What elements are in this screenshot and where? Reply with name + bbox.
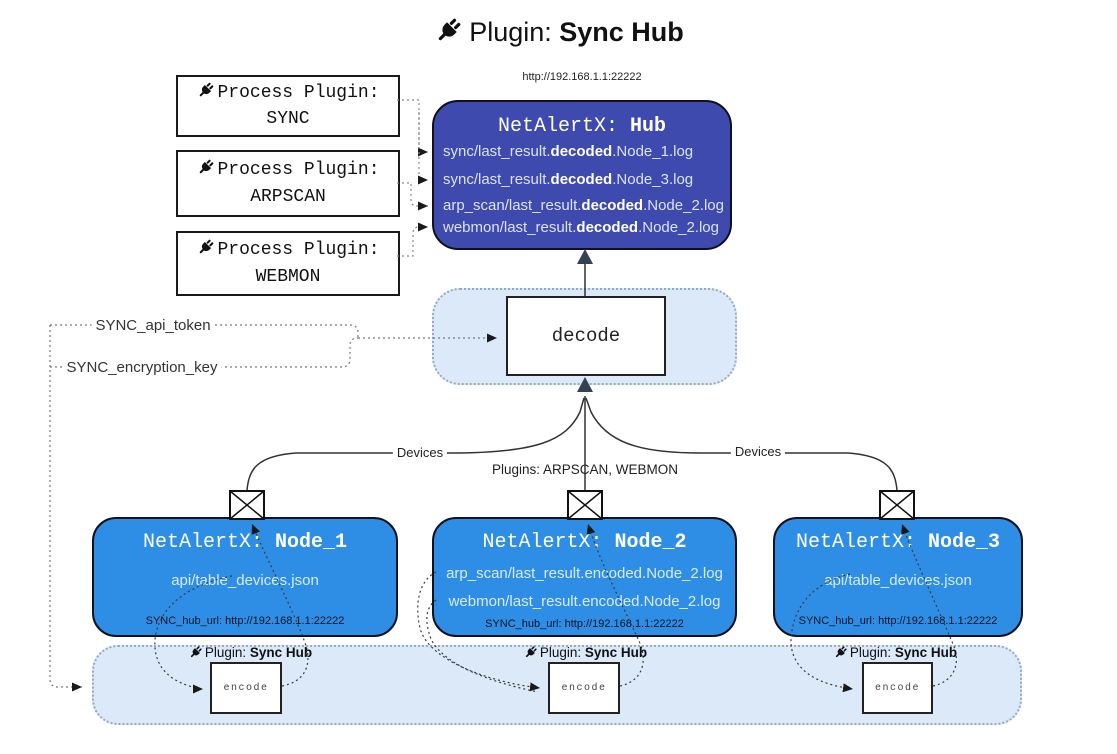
envelope-icon bbox=[229, 490, 265, 520]
process-plugin-name: ARPSCAN bbox=[250, 186, 326, 207]
hub-title-name: Hub bbox=[630, 115, 667, 138]
title-name: Sync Hub bbox=[559, 17, 684, 47]
label-sync-api-token: SYNC_api_token bbox=[91, 317, 215, 334]
plug-icon bbox=[833, 645, 848, 660]
process-plugin-name: WEBMON bbox=[255, 266, 321, 287]
process-plugin-box-sync: Process Plugin: SYNC bbox=[176, 75, 400, 137]
process-plugin-label: Process Plugin: bbox=[196, 80, 380, 106]
node-hub-url: SYNC_hub_url: http://192.168.1.1:22222 bbox=[485, 618, 684, 630]
plug-icon bbox=[196, 158, 215, 177]
node-file: arp_scan/last_result.encoded.Node_2.log bbox=[446, 565, 723, 582]
plug-icon bbox=[196, 81, 215, 100]
process-plugin-box-arpscan: Process Plugin: ARPSCAN bbox=[176, 150, 400, 217]
node-file: api/table_devices.json bbox=[171, 572, 319, 589]
envelope-icon bbox=[567, 490, 603, 520]
node-hub-url: SYNC_hub_url: http://192.168.1.1:22222 bbox=[798, 615, 998, 627]
process-plugin-text: Process Plugin: bbox=[217, 240, 380, 261]
process-plugin-text: Process Plugin: bbox=[217, 82, 380, 103]
hub-log-line: arp_scan/last_result.decoded.Node_2.log bbox=[443, 197, 724, 214]
node-1: NetAlertX: Node_1 api/table_devices.json… bbox=[92, 517, 398, 637]
node-2: NetAlertX: Node_2 arp_scan/last_result.e… bbox=[432, 517, 737, 637]
process-plugin-text: Process Plugin: bbox=[217, 160, 380, 181]
hub-log-line: sync/last_result.decoded.Node_1.log bbox=[443, 143, 694, 160]
hub-title: NetAlertX: Hub bbox=[434, 115, 730, 138]
hub-title-prefix: NetAlertX: bbox=[497, 115, 618, 138]
hub-node: NetAlertX: Hub sync/last_result.decoded.… bbox=[432, 100, 732, 250]
title-prefix: Plugin: bbox=[469, 17, 552, 47]
process-plugin-box-webmon: Process Plugin: WEBMON bbox=[176, 231, 400, 296]
node-file: webmon/last_result.encoded.Node_2.log bbox=[448, 593, 721, 610]
plug-icon bbox=[196, 238, 215, 257]
process-plugin-name: SYNC bbox=[266, 109, 310, 129]
edge-label-devices-right: Devices bbox=[730, 444, 786, 459]
node-title: NetAlertX: Node_3 bbox=[795, 531, 1001, 554]
edge-label-devices-left: Devices bbox=[392, 445, 448, 460]
encode-box: encode bbox=[548, 662, 620, 714]
hub-url-label: http://192.168.1.1:22222 bbox=[522, 71, 642, 83]
hub-log-line: sync/last_result.decoded.Node_3.log bbox=[443, 171, 694, 188]
process-plugin-label: Process Plugin: bbox=[196, 237, 380, 263]
plug-icon bbox=[188, 645, 203, 660]
encode-box: encode bbox=[210, 662, 282, 714]
encoder-plugin-label: Plugin: Sync Hub bbox=[795, 645, 995, 660]
edge-label-plugins: Plugins: ARPSCAN, WEBMON bbox=[491, 462, 679, 477]
encoder-plugin-label: Plugin: Sync Hub bbox=[485, 645, 685, 660]
encode-box: encode bbox=[862, 662, 933, 714]
node-hub-url: SYNC_hub_url: http://192.168.1.1:22222 bbox=[145, 615, 345, 627]
process-plugin-label: Process Plugin: bbox=[196, 157, 380, 183]
label-sync-encryption-key: SYNC_encryption_key bbox=[62, 359, 222, 376]
node-title: NetAlertX: Node_1 bbox=[142, 531, 348, 554]
plug-icon bbox=[433, 16, 463, 46]
hub-log-line: webmon/last_result.decoded.Node_2.log bbox=[443, 219, 719, 236]
encoder-plugin-label: Plugin: Sync Hub bbox=[150, 645, 350, 660]
envelope-icon bbox=[879, 490, 915, 520]
node-file: api/table_devices.json bbox=[824, 572, 972, 589]
node-3: NetAlertX: Node_3 api/table_devices.json… bbox=[773, 517, 1023, 637]
decode-box: decode bbox=[506, 296, 666, 376]
plug-icon bbox=[523, 645, 538, 660]
diagram-title: Plugin: Sync Hub bbox=[0, 16, 1117, 48]
node-title: NetAlertX: Node_2 bbox=[482, 531, 687, 554]
